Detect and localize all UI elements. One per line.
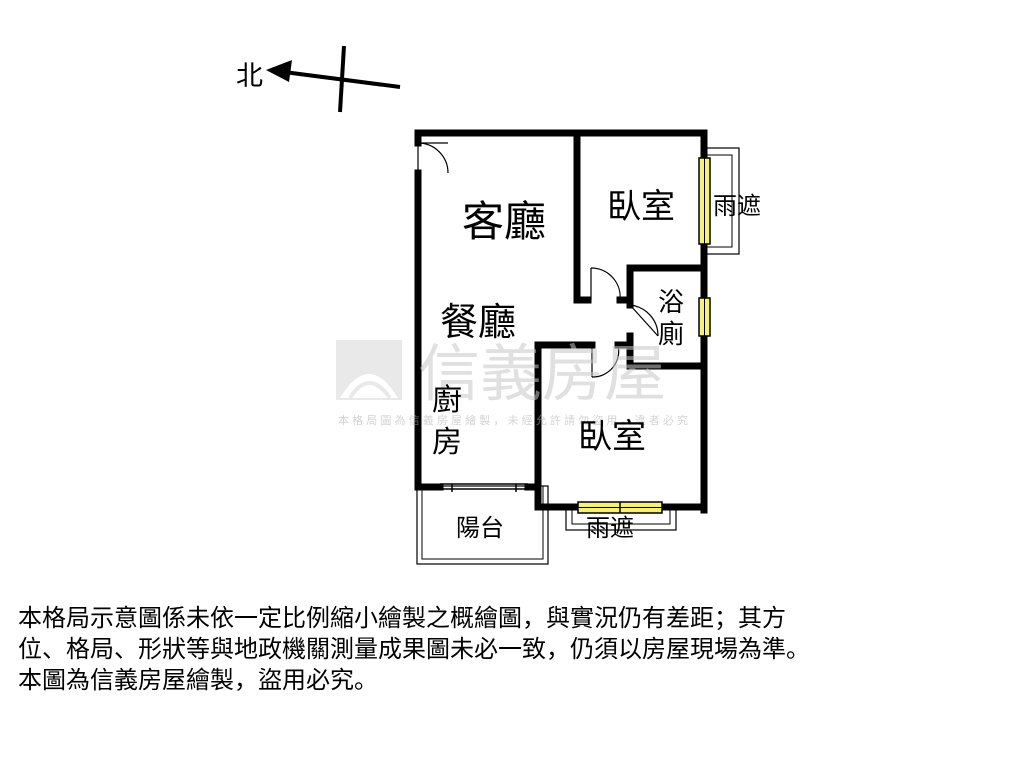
label-balcony: 陽台 — [456, 514, 504, 542]
label-living-room: 客廳 — [462, 197, 546, 246]
label-bedroom-bottom: 臥室 — [578, 417, 646, 457]
north-compass: 北 — [236, 45, 401, 113]
label-kitchen-2: 房 — [432, 425, 462, 460]
label-awning-right: 雨遮 — [713, 192, 761, 220]
door-bath — [629, 304, 659, 337]
label-awning-bottom: 雨遮 — [586, 514, 634, 542]
watermark: 信義房屋 本格局圖為信義房屋繪製，未經允許請勿盜用，違者必究 — [336, 337, 688, 427]
watermark-brand: 信義房屋 — [418, 337, 666, 410]
label-bath-1: 浴 — [658, 288, 684, 318]
north-arrow-icon — [266, 60, 292, 82]
disclaimer-line-2: 位、格局、形狀等與地政機關測量成果圖未必一致，仍須以房屋現場為準。 — [18, 635, 810, 663]
label-bath-2: 廁 — [658, 320, 684, 350]
watermark-notice: 本格局圖為信義房屋繪製，未經允許請勿盜用，違者必究 — [338, 413, 688, 427]
door-bedroom-top — [590, 267, 621, 301]
disclaimer-line-1: 本格局示意圖係未依一定比例縮小繪製之概繪圖，與實況仍有差距；其方 — [18, 604, 786, 632]
north-label: 北 — [236, 61, 263, 92]
floor-plan: 北 — [236, 45, 761, 565]
disclaimer-line-3: 本圖為信義房屋繪製，盜用必究。 — [18, 666, 378, 694]
label-kitchen-1: 廚 — [432, 383, 462, 418]
label-dining-room: 餐廳 — [440, 300, 516, 344]
label-bedroom-top: 臥室 — [607, 187, 675, 227]
door-entrance — [417, 142, 449, 174]
disclaimer: 本格局示意圖係未依一定比例縮小繪製之概繪圖，與實況仍有差距；其方 位、格局、形狀… — [18, 603, 1008, 696]
sliding-door-balcony — [440, 483, 528, 492]
door-bedroom-bottom — [591, 344, 620, 378]
